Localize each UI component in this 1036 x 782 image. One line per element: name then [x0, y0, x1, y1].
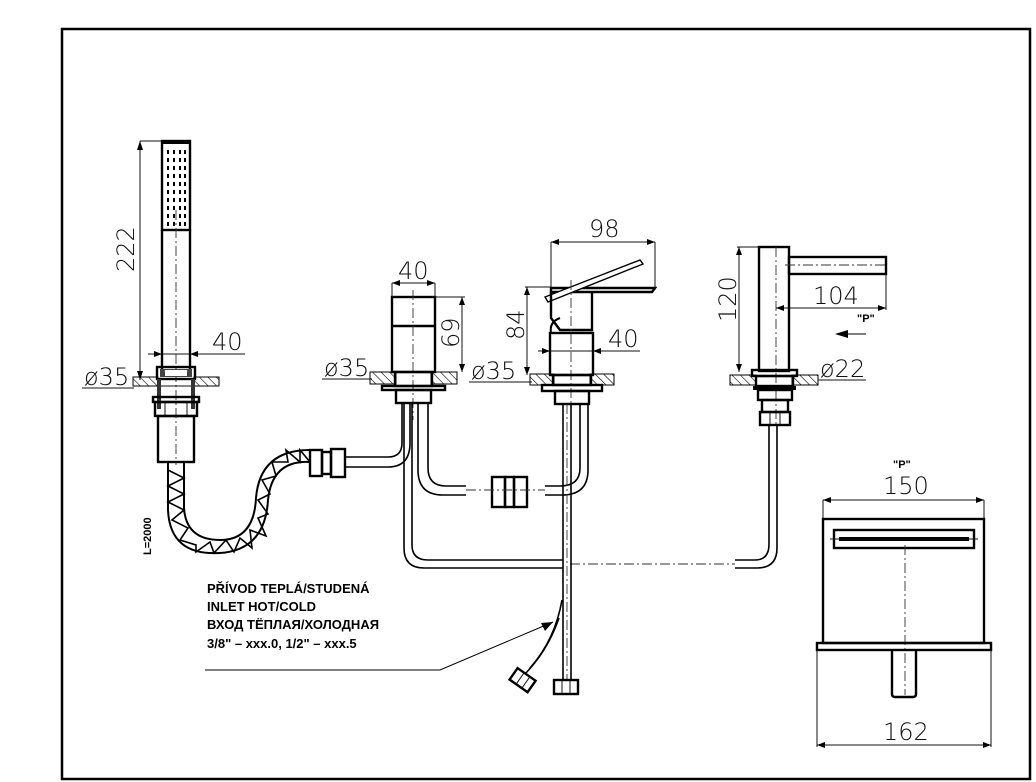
spout-side-view: [729, 245, 888, 427]
dim-d35-diverter-label: ø35: [324, 354, 369, 382]
dim-40-mixer: 40: [538, 325, 640, 354]
dim-222: 222: [112, 140, 162, 380]
dim-120: 120: [714, 246, 759, 372]
hose-length-label: L=2000: [142, 517, 154, 555]
dim-69: 69: [435, 296, 465, 372]
dim-d35-shower: ø35: [82, 363, 134, 391]
dim-162: 162: [816, 650, 992, 748]
dim-104: 104: [776, 274, 887, 311]
shower-nozzles: [167, 150, 186, 226]
dim-150: 150: [822, 472, 985, 519]
dim-150-label: 150: [883, 472, 929, 500]
dim-98: 98: [550, 215, 656, 290]
dim-98-label: 98: [589, 215, 620, 243]
dim-40-mixer-label: 40: [608, 325, 639, 353]
dim-40-shower-label: 40: [212, 328, 243, 356]
dim-d35-mixer-label: ø35: [471, 357, 516, 385]
hand-shower: [132, 139, 220, 465]
drawing-frame: [60, 27, 1032, 781]
dim-69-label: 69: [437, 317, 465, 348]
view-p-marker: "P": [857, 313, 875, 325]
note-line-3: ВХОД ТЁПЛАЯ/ХОЛОДНАЯ: [207, 617, 379, 632]
shower-hose: L=2000: [142, 447, 347, 555]
view-p-title: "P": [893, 459, 911, 471]
dim-40-diverter-label: 40: [398, 257, 429, 285]
dim-120-label: 120: [714, 276, 742, 322]
dim-84: 84: [502, 286, 551, 375]
note-line-1: PŘÍVOD TEPLÁ/STUDENÁ: [207, 581, 370, 596]
view-p-arrow: "P": [835, 313, 875, 338]
dim-d35-diverter: ø35: [322, 354, 372, 382]
supply-pipes: [345, 403, 778, 696]
dim-d35-mixer: ø35: [469, 357, 532, 385]
note-line-4: 3/8" – xxx.0, 1/2" – xxx.5: [207, 636, 357, 651]
dim-d35-shower-label: ø35: [84, 363, 129, 391]
dim-d22: ø22: [818, 355, 866, 383]
inlet-note: PŘÍVOD TEPLÁ/STUDENÁ INLET HOT/COLD ВХОД…: [205, 581, 554, 671]
dim-222-label: 222: [112, 226, 140, 272]
dim-40-shower: 40: [148, 328, 245, 357]
mixer: [529, 259, 658, 420]
dim-40-diverter: 40: [391, 257, 436, 297]
diverter: [369, 290, 458, 420]
note-line-2: INLET HOT/COLD: [207, 599, 316, 614]
dim-162-label: 162: [883, 718, 929, 746]
spout-front-view-p: "P": [815, 459, 993, 699]
dim-d22-label: ø22: [820, 355, 865, 383]
dim-104-label: 104: [813, 282, 859, 310]
dim-84-label: 84: [502, 309, 530, 340]
